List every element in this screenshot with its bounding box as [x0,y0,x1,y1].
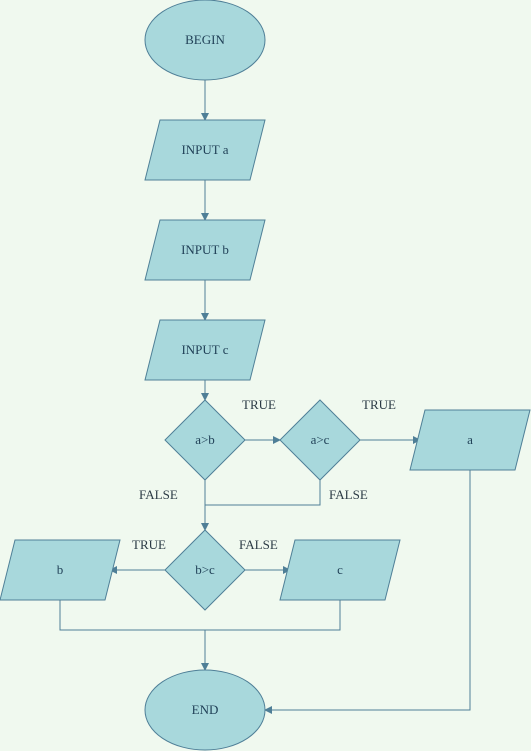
node-input-b[interactable]: INPUT b [144,219,266,281]
node-input-b-label: INPUT b [181,242,229,257]
node-decision-a-gt-c[interactable]: a>c [279,399,361,481]
edge-labels: TRUE TRUE FALSE FALSE TRUE FALSE [132,397,396,552]
node-decision-a-gt-b[interactable]: a>b [164,399,246,481]
node-input-c-label: INPUT c [181,342,228,357]
node-decision-b-gt-c-label: b>c [195,562,215,577]
node-input-a[interactable]: INPUT a [144,119,266,181]
node-output-c-label: c [337,562,343,577]
node-output-b[interactable]: b [0,539,121,601]
node-end[interactable]: END [144,669,266,751]
node-decision-a-gt-c-label: a>c [311,432,330,447]
edge-output-a-to-end [264,470,471,714]
node-input-a-label: INPUT a [181,142,228,157]
node-output-a-label: a [467,432,473,447]
node-output-a[interactable]: a [409,409,531,471]
node-output-b-label: b [57,562,64,577]
label-a-gt-b-false: FALSE [139,487,178,502]
label-a-gt-c-false: FALSE [329,487,368,502]
node-decision-b-gt-c[interactable]: b>c [164,529,246,611]
node-begin-label: BEGIN [185,32,225,47]
label-b-gt-c-true: TRUE [132,537,166,552]
node-decision-a-gt-b-label: a>b [195,432,215,447]
node-begin[interactable]: BEGIN [144,0,266,81]
edge-output-b-merge [59,600,205,631]
edges [59,80,471,714]
edge-a-gt-c-false-merge [205,480,321,506]
label-a-gt-c-true: TRUE [362,397,396,412]
node-end-label: END [192,702,219,717]
edge-output-c-merge [205,600,341,631]
node-output-c[interactable]: c [279,539,401,601]
label-a-gt-b-true: TRUE [242,397,276,412]
node-input-c[interactable]: INPUT c [144,319,266,381]
label-b-gt-c-false: FALSE [239,537,278,552]
